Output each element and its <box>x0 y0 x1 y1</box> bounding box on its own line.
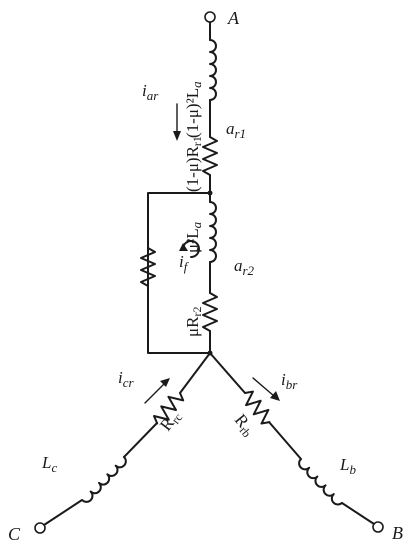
label-if: if <box>179 252 190 274</box>
terminal-a-label: A <box>227 8 240 28</box>
wire-c-1 <box>179 352 211 394</box>
wire-b-3 <box>341 502 375 525</box>
label-iar: iar <box>142 81 159 103</box>
label-ibr: ibr <box>281 370 298 392</box>
label-lc: Lc <box>41 453 57 475</box>
label-ar1: ar1 <box>226 119 246 141</box>
if-circulation-arrow <box>182 240 200 258</box>
label-lb: Lb <box>339 455 356 477</box>
label-rr1: (1-μ)Rr1 <box>183 136 204 192</box>
inductor-lb <box>298 458 343 506</box>
terminal-a <box>204 11 216 23</box>
resistor-loop <box>140 247 156 287</box>
resistor-rrb <box>244 390 271 425</box>
inductor-lc <box>81 456 127 503</box>
label-la-top: (1-μ)²La <box>183 81 204 138</box>
wire-c-3 <box>43 499 83 526</box>
wire-b-2 <box>268 421 302 460</box>
terminal-b <box>372 521 384 533</box>
inductor-la-mid <box>209 201 217 263</box>
ibr-arrow-line <box>252 377 275 397</box>
resistor-rrc <box>152 392 185 425</box>
resistor-rr2 <box>202 292 218 332</box>
label-rrc: Rrc <box>156 406 185 435</box>
wire-c-2 <box>123 422 158 458</box>
label-la-mid: μ²La <box>183 221 204 253</box>
label-rr2: μRr2 <box>183 307 204 337</box>
iar-arrowhead <box>173 131 181 141</box>
icr-arrowhead <box>160 378 170 387</box>
if-arrowhead <box>179 243 188 251</box>
resistor-rr1 <box>202 136 218 176</box>
label-ar2: ar2 <box>234 256 255 278</box>
icr-arrow-line <box>144 382 166 404</box>
label-icr: icr <box>118 368 135 390</box>
inductor-la-top <box>209 39 217 101</box>
terminal-c <box>34 522 46 534</box>
wire-b-1 <box>209 352 246 394</box>
terminal-c-label: C <box>8 524 21 544</box>
terminal-b-label: B <box>392 523 403 543</box>
ibr-arrowhead <box>270 391 280 401</box>
